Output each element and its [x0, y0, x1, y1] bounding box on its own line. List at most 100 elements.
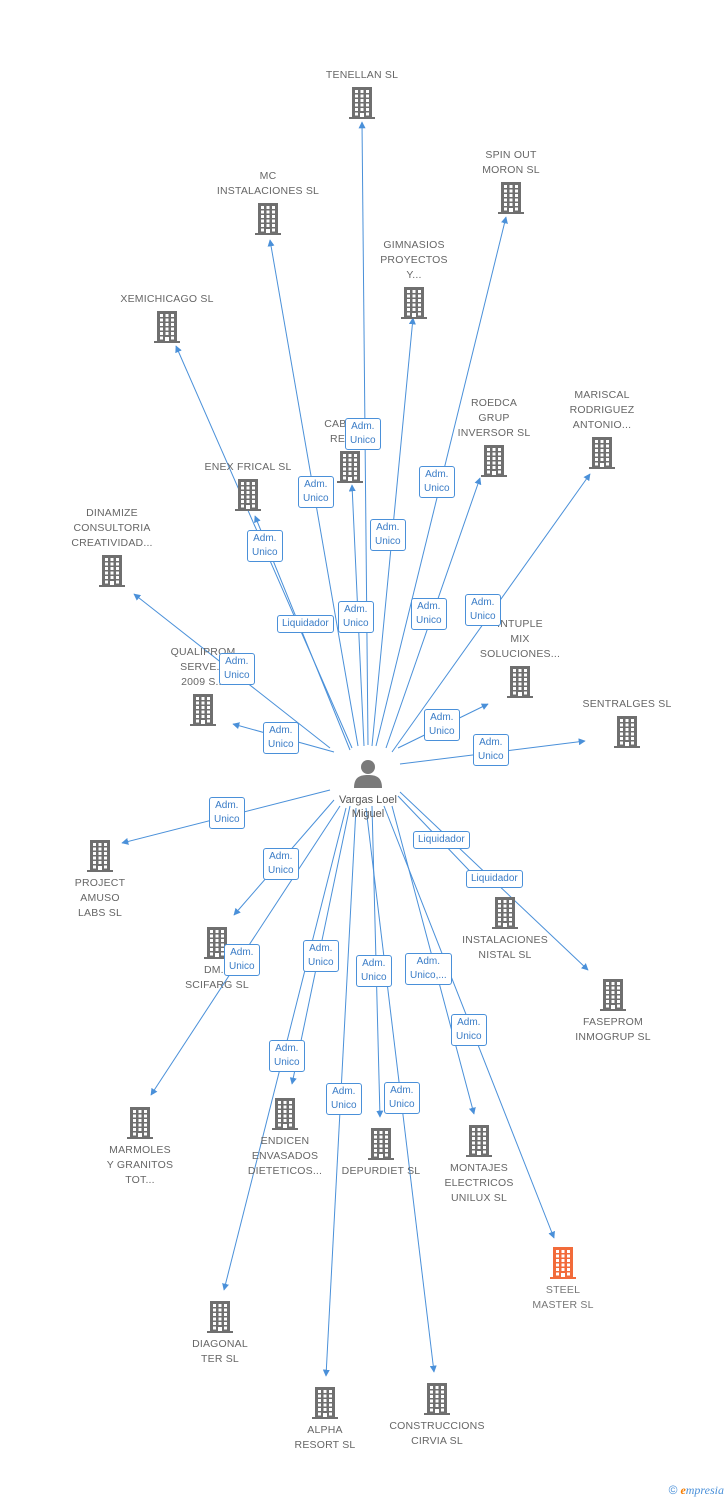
building-icon — [312, 1387, 338, 1419]
company-name: DM... SCIFARG SL — [185, 964, 249, 991]
edge-label-roedca[interactable]: Adm. Unico — [411, 598, 447, 630]
company-name: DINAMIZE CONSULTORIA CREATIVIDAD... — [71, 507, 153, 549]
building-icon — [481, 445, 507, 477]
company-node-tenellan[interactable]: TENELLAN SL — [297, 68, 427, 119]
edge-label-dinamize[interactable]: Adm. Unico — [219, 653, 255, 685]
building-icon — [466, 1125, 492, 1157]
company-node-project[interactable]: PROJECT AMUSO LABS SL — [35, 838, 165, 921]
company-name: ENEX FRICAL SL — [204, 461, 292, 473]
company-name: MONTAJES ELECTRICOS UNILUX SL — [444, 1162, 514, 1204]
building-icon — [154, 311, 180, 343]
building-icon — [235, 479, 261, 511]
edge-label-alpha[interactable]: Adm. Unico — [326, 1083, 362, 1115]
building-icon — [127, 1107, 153, 1139]
company-node-mariscal[interactable]: MARISCAL RODRIGUEZ ANTONIO... — [537, 388, 667, 469]
edge-label-endicen[interactable]: Adm. Unico — [269, 1040, 305, 1072]
building-icon — [507, 666, 533, 698]
building-icon — [255, 203, 281, 235]
company-node-marmoles[interactable]: MARMOLES Y GRANITOS TOT... — [75, 1105, 205, 1188]
building-icon — [99, 555, 125, 587]
company-node-construccions[interactable]: CONSTRUCCIONS CIRVIA SL — [372, 1381, 502, 1449]
building-icon — [368, 1128, 394, 1160]
company-node-xemichicago[interactable]: XEMICHICAGO SL — [102, 292, 232, 343]
building-icon — [424, 1383, 450, 1415]
company-node-alpha[interactable]: ALPHA RESORT SL — [260, 1385, 390, 1453]
company-node-dmscifarg[interactable]: DM... SCIFARG SL — [152, 925, 282, 993]
brand-initial: e — [680, 1483, 686, 1497]
company-name: INTUPLE MIX SOLUCIONES... — [479, 618, 561, 660]
company-node-dinamize[interactable]: DINAMIZE CONSULTORIA CREATIVIDAD... — [47, 506, 177, 587]
edge-label-instalaciones[interactable]: Liquidador — [413, 831, 470, 849]
building-icon — [401, 287, 427, 319]
company-name: XEMICHICAGO SL — [120, 293, 214, 305]
company-node-enexfrical[interactable]: ENEX FRICAL SL — [183, 460, 313, 511]
edge-label-enexfrical[interactable]: Liquidador — [277, 615, 334, 633]
company-name: MC INSTALACIONES SL — [216, 170, 320, 197]
edge-label-xemichicago[interactable]: Adm. Unico — [247, 530, 283, 562]
building-icon — [272, 1098, 298, 1130]
company-node-diagonal[interactable]: DIAGONAL TER SL — [155, 1299, 285, 1367]
company-node-endicen[interactable]: ENDICEN ENVASADOS DIETETICOS... — [220, 1096, 350, 1179]
edge-label-steel[interactable]: Adm. Unico,... — [405, 953, 452, 985]
building-icon — [207, 1301, 233, 1333]
brand-footer[interactable]: ©empresia — [669, 1483, 724, 1498]
company-node-sentralges[interactable]: SENTRALGES SL — [562, 697, 692, 748]
person-icon — [354, 760, 382, 788]
company-name: STEEL MASTER SL — [532, 1284, 594, 1311]
building-icon — [337, 451, 363, 483]
company-node-steel[interactable]: STEEL MASTER SL — [498, 1245, 628, 1313]
company-name: ROEDCA GRUP INVERSOR SL — [457, 397, 531, 439]
company-name: FASEPROM INMOGRUP SL — [575, 1016, 651, 1043]
building-icon — [492, 897, 518, 929]
edge-label-montajes[interactable]: Adm. Unico — [451, 1014, 487, 1046]
edge-label-sentralges[interactable]: Adm. Unico — [473, 734, 509, 766]
company-name: MARISCAL RODRIGUEZ ANTONIO... — [569, 389, 635, 431]
edge-label-intuple[interactable]: Adm. Unico — [424, 709, 460, 741]
copyright-symbol: © — [668, 1483, 678, 1497]
company-name: DIAGONAL TER SL — [192, 1338, 248, 1365]
company-node-montajes[interactable]: MONTAJES ELECTRICOS UNILUX SL — [414, 1123, 544, 1206]
building-icon — [589, 437, 615, 469]
person-name: Vargas Loel Miguel — [339, 794, 397, 820]
building-icon — [498, 182, 524, 214]
edge-label-diagonal[interactable]: Adm. Unico — [303, 940, 339, 972]
edge-label-qualiprom[interactable]: Adm. Unico — [263, 722, 299, 754]
center-person-node[interactable]: Vargas Loel Miguel — [318, 758, 418, 821]
company-node-instalaciones[interactable]: INSTALACIONES NISTAL SL — [440, 895, 570, 963]
building-icon — [600, 979, 626, 1011]
edge-label-cabesus[interactable]: Adm. Unico — [338, 601, 374, 633]
company-node-intuple[interactable]: INTUPLE MIX SOLUCIONES... — [455, 617, 585, 698]
brand-name: mpresia — [685, 1483, 724, 1497]
edge-label-mariscal[interactable]: Adm. Unico — [465, 594, 501, 626]
edge-label-mc[interactable]: Adm. Unico — [298, 476, 334, 508]
company-name: ENDICEN ENVASADOS DIETETICOS... — [247, 1135, 323, 1177]
edge-label-tenellan[interactable]: Adm. Unico — [345, 418, 381, 450]
edge-label-depurdiet[interactable]: Adm. Unico — [384, 1082, 420, 1114]
edge-label-dmscifarg[interactable]: Adm. Unico — [263, 848, 299, 880]
company-node-roedca[interactable]: ROEDCA GRUP INVERSOR SL — [429, 396, 559, 477]
company-node-gimnasios[interactable]: GIMNASIOS PROYECTOS Y... — [349, 238, 479, 319]
company-name: INSTALACIONES NISTAL SL — [462, 934, 548, 961]
company-name: PROJECT AMUSO LABS SL — [74, 877, 126, 919]
company-name: DEPURDIET SL — [341, 1165, 421, 1177]
company-node-qualiprom[interactable]: QUALIPROM SERVE... 2009 S... — [138, 645, 268, 726]
edge-label-gimnasios[interactable]: Adm. Unico — [370, 519, 406, 551]
company-node-mc[interactable]: MC INSTALACIONES SL — [203, 169, 333, 235]
company-node-spinout[interactable]: SPIN OUT MORON SL — [446, 148, 576, 214]
building-icon — [87, 840, 113, 872]
edge-label-marmoles[interactable]: Adm. Unico — [224, 944, 260, 976]
building-icon — [550, 1247, 576, 1279]
company-name: CONSTRUCCIONS CIRVIA SL — [389, 1420, 485, 1447]
company-node-depurdiet[interactable]: DEPURDIET SL — [316, 1126, 446, 1179]
edge-label-faseprom[interactable]: Liquidador — [466, 870, 523, 888]
edge-label-construccions[interactable]: Adm. Unico — [356, 955, 392, 987]
building-icon — [349, 87, 375, 119]
company-name: SENTRALGES SL — [582, 698, 672, 710]
company-node-faseprom[interactable]: FASEPROM INMOGRUP SL — [548, 977, 678, 1045]
edge-label-spinout[interactable]: Adm. Unico — [419, 466, 455, 498]
company-name: SPIN OUT MORON SL — [482, 149, 540, 176]
building-icon — [190, 694, 216, 726]
edge-label-project[interactable]: Adm. Unico — [209, 797, 245, 829]
building-icon — [614, 716, 640, 748]
company-name: TENELLAN SL — [325, 69, 399, 81]
